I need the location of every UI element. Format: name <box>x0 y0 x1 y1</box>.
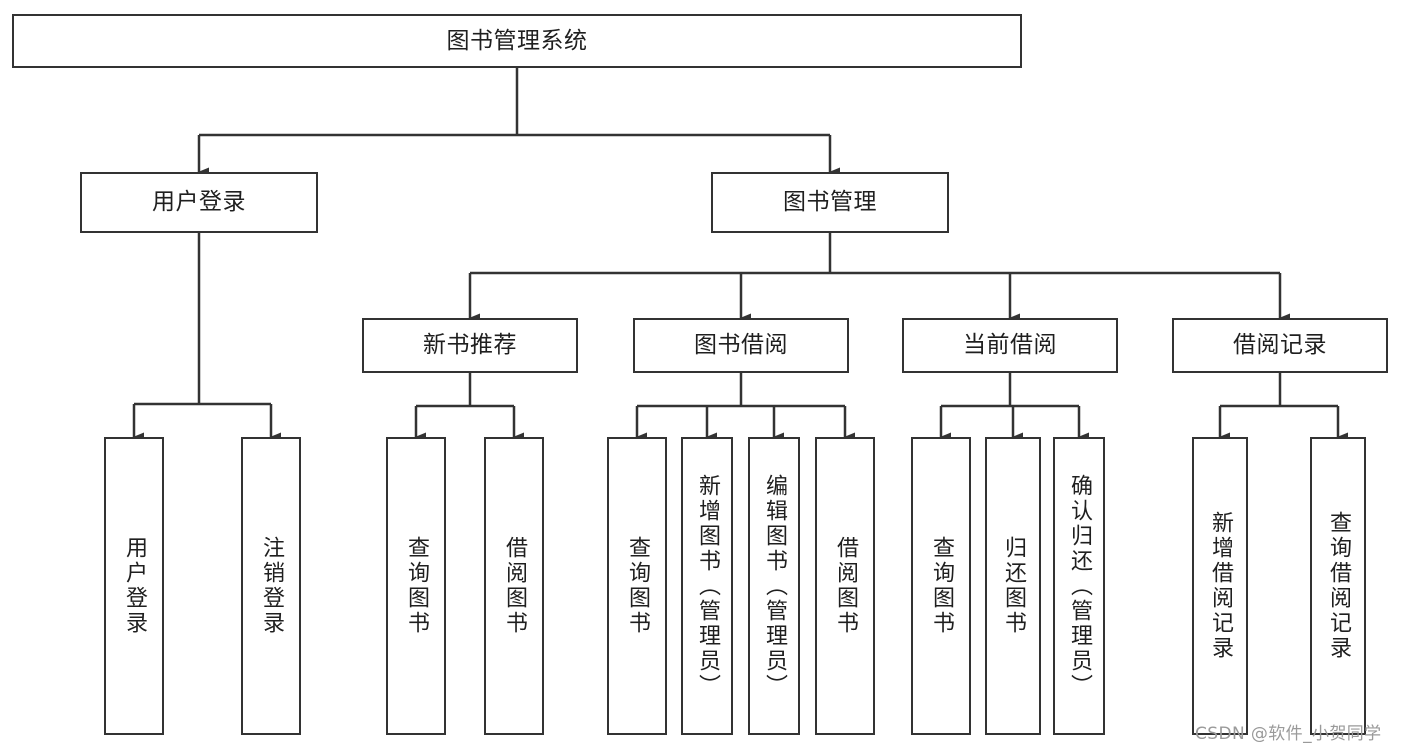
node-label: 图书借阅 <box>694 332 788 359</box>
node-current-borrow[interactable]: 当前借阅 <box>902 318 1118 373</box>
node-leaf-query-2[interactable]: 查询图书 <box>607 437 667 735</box>
node-leaf-return[interactable]: 归还图书 <box>985 437 1041 735</box>
node-book-borrow[interactable]: 图书借阅 <box>633 318 849 373</box>
node-leaf-add-rec[interactable]: 新增借阅记录 <box>1192 437 1248 735</box>
node-label: 注销登录 <box>259 536 284 636</box>
node-leaf-edit-book[interactable]: 编辑图书（管理员） <box>748 437 800 735</box>
node-borrow-record[interactable]: 借阅记录 <box>1172 318 1388 373</box>
node-leaf-query-1[interactable]: 查询图书 <box>386 437 446 735</box>
node-label: 归还图书 <box>1001 536 1026 636</box>
node-label: 新书推荐 <box>423 332 517 359</box>
node-label: 查询图书 <box>625 536 650 636</box>
node-leaf-confirm[interactable]: 确认归还（管理员） <box>1053 437 1105 735</box>
node-label: 编辑图书（管理员） <box>762 473 787 699</box>
node-label: 新增图书（管理员） <box>695 473 720 699</box>
node-leaf-query-rec[interactable]: 查询借阅记录 <box>1310 437 1366 735</box>
node-leaf-add-book[interactable]: 新增图书（管理员） <box>681 437 733 735</box>
node-label: 查询图书 <box>929 536 954 636</box>
node-label: 借阅图书 <box>502 536 527 636</box>
node-book-manage[interactable]: 图书管理 <box>711 172 949 233</box>
node-label: 确认归还（管理员） <box>1067 473 1092 699</box>
node-label: 查询图书 <box>404 536 429 636</box>
node-user-login[interactable]: 用户登录 <box>80 172 318 233</box>
node-label: 查询借阅记录 <box>1326 511 1351 661</box>
node-label: 图书管理系统 <box>446 27 588 54</box>
node-leaf-borrow-1[interactable]: 借阅图书 <box>484 437 544 735</box>
node-leaf-query-3[interactable]: 查询图书 <box>911 437 971 735</box>
watermark-text: CSDN @软件_小贺同学 <box>1195 724 1382 744</box>
node-label: 借阅记录 <box>1233 332 1327 359</box>
edges-group <box>132 68 1348 442</box>
node-label: 用户登录 <box>152 189 246 216</box>
node-label: 用户登录 <box>122 536 147 636</box>
node-leaf-logout[interactable]: 注销登录 <box>241 437 301 735</box>
node-label: 借阅图书 <box>833 536 858 636</box>
node-root[interactable]: 图书管理系统 <box>12 14 1022 68</box>
node-label: 图书管理 <box>783 189 877 216</box>
node-label: 新增借阅记录 <box>1208 511 1233 661</box>
node-leaf-borrow-2[interactable]: 借阅图书 <box>815 437 875 735</box>
node-new-book-rec[interactable]: 新书推荐 <box>362 318 578 373</box>
node-leaf-user-login[interactable]: 用户登录 <box>104 437 164 735</box>
node-label: 当前借阅 <box>963 332 1057 359</box>
